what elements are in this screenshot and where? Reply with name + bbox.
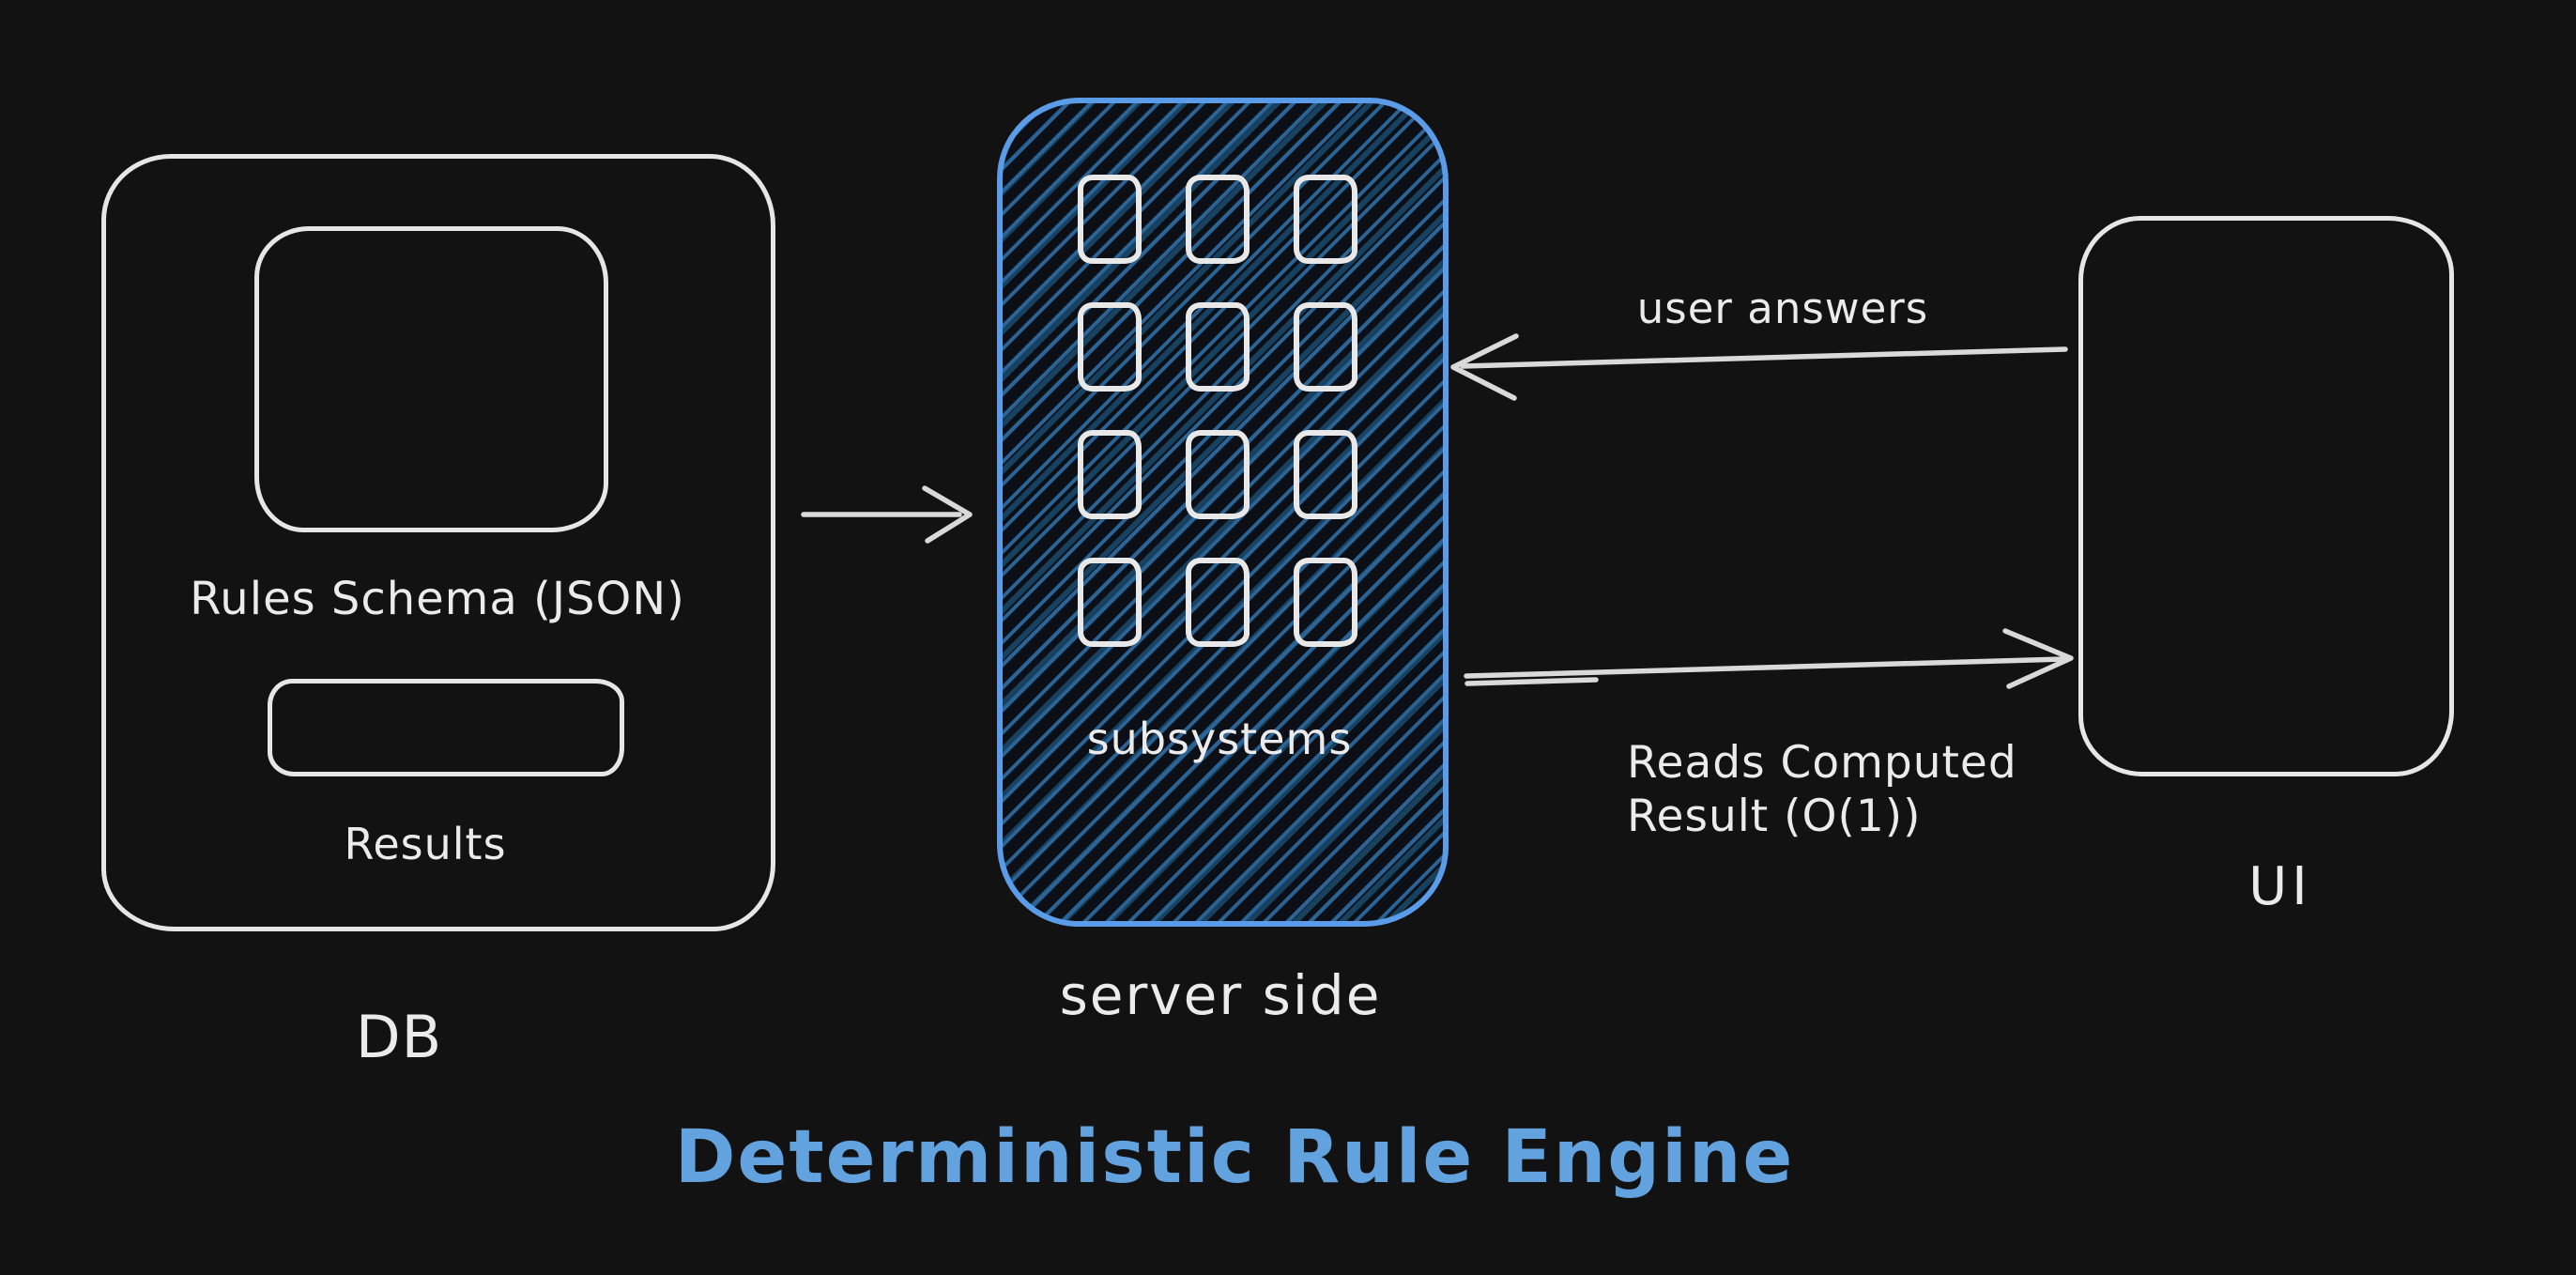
subsystem-cell — [1186, 302, 1250, 392]
subsystem-cell — [1186, 558, 1250, 647]
arrow-ui-to-server — [1450, 333, 2068, 401]
subsystem-cell — [1294, 302, 1357, 392]
ui-caption: UI — [2248, 856, 2312, 917]
subsystem-cell — [1078, 430, 1142, 519]
server-side-caption: server side — [1059, 963, 1382, 1027]
subsystem-cell — [1078, 302, 1142, 392]
subsystem-cell — [1294, 430, 1357, 519]
user-answers-label: user answers — [1636, 284, 1929, 333]
subsystem-cell — [1078, 175, 1142, 264]
reads-computed-label: Reads Computed Result (O(1)) — [1627, 736, 2017, 843]
rules-schema-box — [254, 226, 608, 532]
arrow-server-to-ui — [1464, 628, 2074, 689]
reads-computed-line2: Result (O(1)) — [1627, 791, 1922, 842]
db-caption: DB — [355, 1003, 443, 1071]
subsystem-cell — [1186, 175, 1250, 264]
results-label: Results — [344, 819, 507, 869]
reads-computed-line1: Reads Computed — [1627, 737, 2017, 789]
diagram-title: Deterministic Rule Engine — [674, 1115, 1795, 1200]
arrow-db-to-server — [801, 485, 973, 544]
db-box — [101, 154, 775, 931]
subsystem-grid — [1078, 175, 1357, 647]
subsystem-cell — [1078, 558, 1142, 647]
subsystem-cell — [1294, 558, 1357, 647]
results-box — [268, 679, 624, 776]
subsystem-cell — [1294, 175, 1357, 264]
subsystems-label: subsystems — [1086, 714, 1353, 764]
subsystem-cell — [1186, 430, 1250, 519]
ui-box — [2078, 216, 2454, 776]
server-box — [997, 98, 1449, 927]
rules-schema-label: Rules Schema (JSON) — [190, 573, 685, 625]
